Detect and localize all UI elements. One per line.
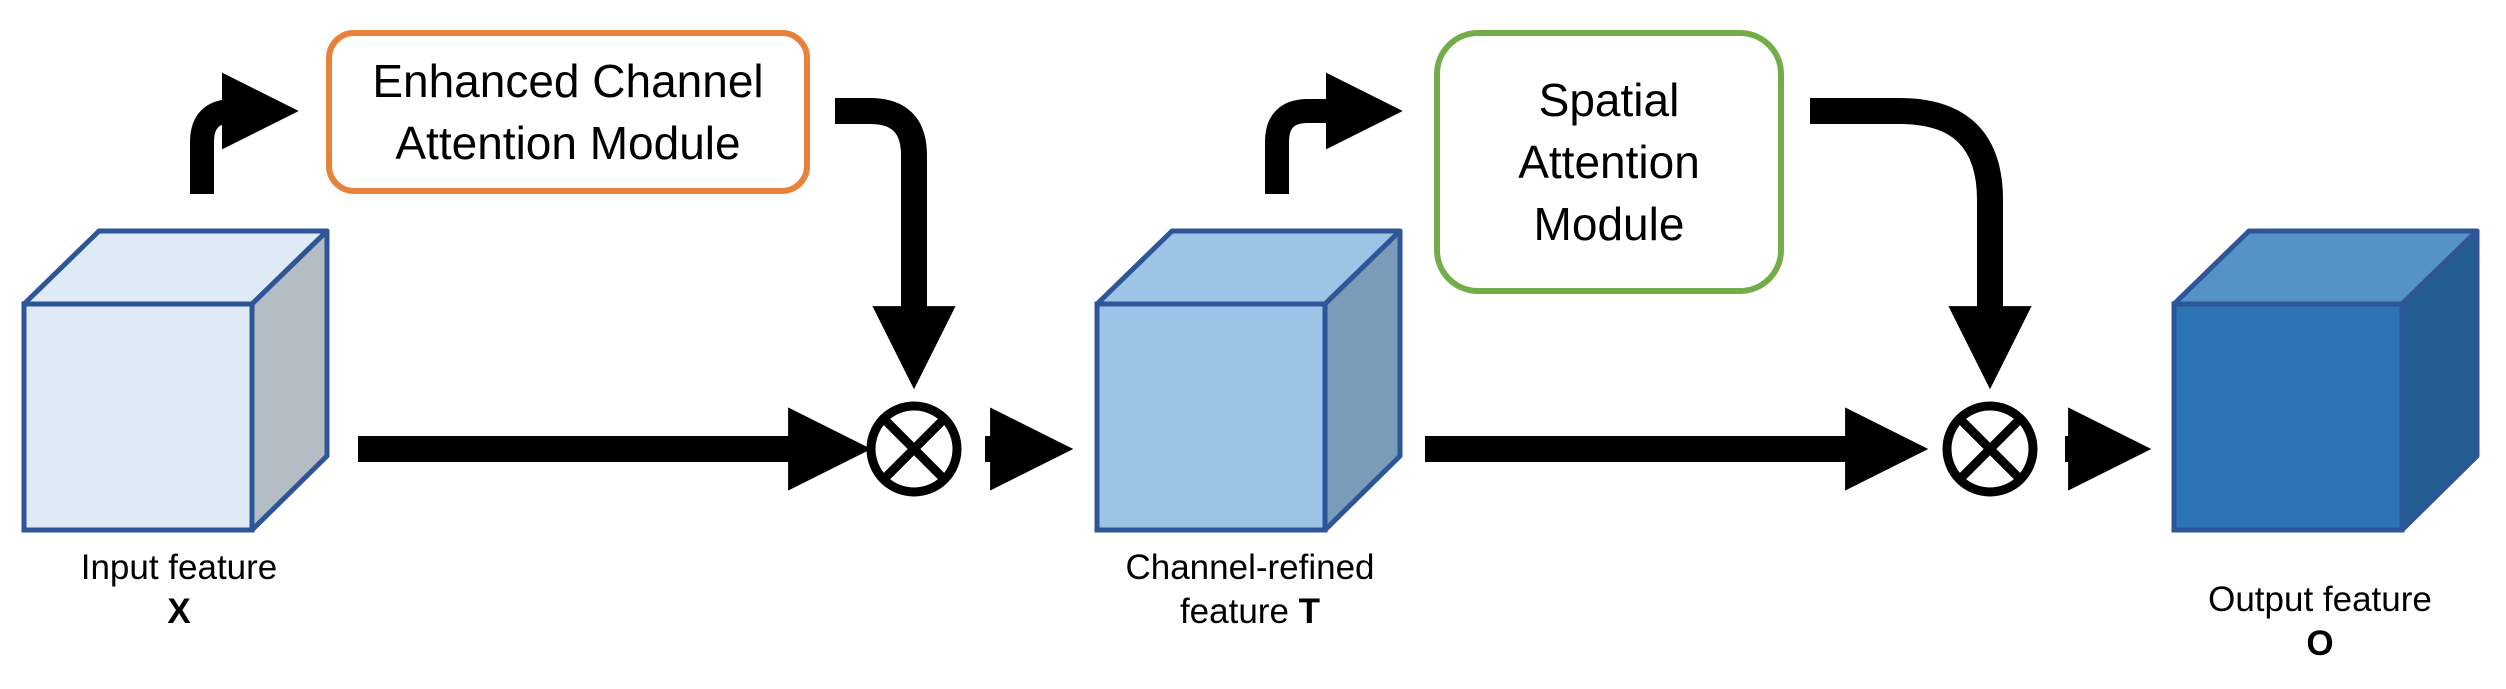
output-feature-symbol: O bbox=[2306, 624, 2334, 663]
channel-refined-feature-label: Channel-refined feature T bbox=[1060, 546, 1440, 634]
spatial-module-line-3: Module bbox=[1533, 198, 1685, 250]
channel-module-line-1: Enhanced Channel bbox=[372, 55, 764, 107]
output-feature-label: Output feature O bbox=[2150, 578, 2490, 666]
channel-refined-text-line-1: Channel-refined bbox=[1125, 548, 1375, 587]
channel-refined-text-line-2: feature T bbox=[1060, 590, 1440, 634]
output-cube-front bbox=[2171, 301, 2405, 533]
multiply-circle-icon bbox=[866, 401, 962, 497]
output-feature-text: Output feature bbox=[2208, 580, 2432, 619]
channel-refined-feature-cube bbox=[1094, 228, 1403, 533]
input-cube-front bbox=[21, 301, 255, 533]
spatial-module-line-2: Attention bbox=[1518, 136, 1700, 188]
arrow-down-icon bbox=[835, 98, 956, 390]
input-feature-label: Input feature X bbox=[24, 546, 334, 634]
channel-refined-symbol: T bbox=[1298, 592, 1321, 631]
multiply-circle-icon bbox=[1942, 401, 2038, 497]
spatial-attention-module: Spatial Attention Module bbox=[1434, 30, 1784, 294]
channel-module-line-2: Attention Module bbox=[395, 117, 741, 169]
spatial-module-line-1: Spatial bbox=[1538, 74, 1680, 126]
branch-arrow-to-channel-attention bbox=[190, 72, 299, 194]
arrow-down-icon bbox=[1810, 98, 2032, 390]
channel-refined-word: feature bbox=[1179, 592, 1289, 631]
input-feature-cube bbox=[21, 228, 330, 533]
enhanced-channel-attention-module: Enhanced Channel Attention Module bbox=[326, 30, 810, 194]
refined-cube-front bbox=[1094, 301, 1328, 533]
input-feature-symbol: X bbox=[167, 592, 191, 631]
input-feature-text: Input feature bbox=[80, 548, 278, 587]
output-feature-cube bbox=[2171, 228, 2480, 533]
branch-arrow-to-spatial-attention bbox=[1265, 72, 1403, 194]
